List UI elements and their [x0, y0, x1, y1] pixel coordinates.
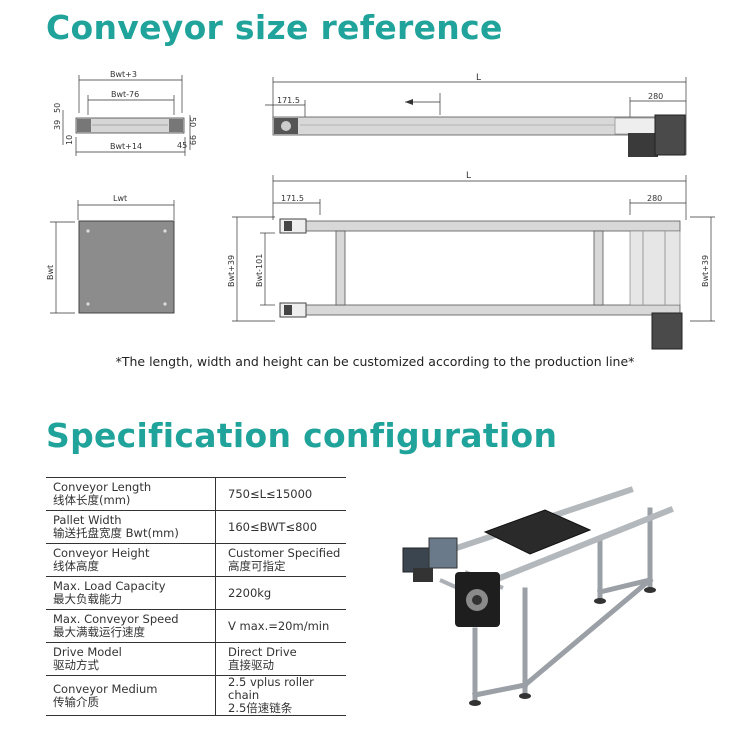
- customization-note: *The length, width and height can be cus…: [115, 354, 635, 369]
- dim-bwt-plus39-left: Bwt+39: [227, 255, 236, 287]
- spec-label-cn: 驱动方式: [53, 658, 99, 672]
- dim-L-bottom: L: [466, 171, 471, 181]
- section-title-specification: Specification configuration: [46, 416, 558, 455]
- spec-label-en: Max. Load Capacity: [53, 579, 166, 593]
- top-view-frame: [279, 218, 683, 350]
- spec-label-cn: 线体长度(mm): [53, 493, 131, 507]
- spec-label-en: Conveyor Medium: [53, 681, 158, 696]
- side-view-motor: [654, 114, 686, 156]
- dim-bwt-minus76: Bwt-76: [111, 90, 139, 99]
- spec-value: V max.=20m/min: [228, 618, 330, 633]
- dim-bwt: Bwt: [46, 265, 55, 280]
- dimension-drawings: Bwt+3 Bwt-76 Bwt+14 39 50 10 99 50 45 L …: [46, 70, 715, 350]
- spec-label-cn: 线体高度: [53, 559, 99, 573]
- dim-171-bottom: 171.5: [281, 194, 304, 203]
- spec-value-cn: 2.5倍速链条: [228, 701, 293, 715]
- dim-10: 10: [65, 135, 74, 145]
- conveyor-product-image: [402, 486, 674, 706]
- dim-bwt-plus14: Bwt+14: [110, 142, 142, 151]
- section-title-size-reference: Conveyor size reference: [46, 8, 503, 47]
- spec-value-cn: 高度可指定: [228, 559, 286, 573]
- dim-50: 50: [53, 103, 62, 113]
- dim-280-top: 280: [648, 92, 663, 101]
- dim-lwt: Lwt: [113, 194, 127, 203]
- spec-value: 160≤BWT≤800: [228, 519, 318, 534]
- dim-45: 45: [177, 141, 187, 150]
- spec-value: Customer Specified: [228, 546, 341, 560]
- dim-L-top: L: [476, 73, 481, 83]
- spec-label-cn: 传输介质: [53, 694, 99, 709]
- spec-label-en: Conveyor Height: [53, 546, 150, 560]
- spec-label-en: Pallet Width: [53, 513, 122, 527]
- dim-50b: 50: [188, 117, 197, 127]
- dim-bwt-minus101: Bwt-101: [255, 254, 264, 287]
- dim-39: 39: [53, 120, 62, 130]
- spec-label-en: Max. Conveyor Speed: [53, 612, 179, 626]
- spec-value: 2.5 vplus roller chain: [228, 675, 314, 702]
- spec-value: 750≤L≤15000: [228, 486, 313, 501]
- cross-section-profile: [75, 117, 185, 134]
- spec-label-cn: 最大满载运行速度: [53, 625, 145, 639]
- side-view-beam: [272, 116, 659, 136]
- spec-value-cn: 直接驱动: [228, 658, 274, 672]
- dim-99: 99: [188, 135, 197, 145]
- spec-label-en: Drive Model: [53, 645, 122, 659]
- pallet-plate: [78, 220, 175, 314]
- spec-label-cn: 输送托盘宽度 Bwt(mm): [53, 526, 179, 540]
- dim-bwt-plus3: Bwt+3: [110, 70, 137, 79]
- spec-value: 2200kg: [228, 585, 272, 600]
- spec-label-cn: 最大负载能力: [53, 592, 122, 606]
- spec-label-en: Conveyor Length: [53, 480, 152, 494]
- dim-bwt-plus39-right: Bwt+39: [701, 255, 710, 287]
- spec-value: Direct Drive: [228, 645, 297, 659]
- dim-280-bottom: 280: [647, 194, 662, 203]
- dim-171-top: 171.5: [277, 96, 300, 105]
